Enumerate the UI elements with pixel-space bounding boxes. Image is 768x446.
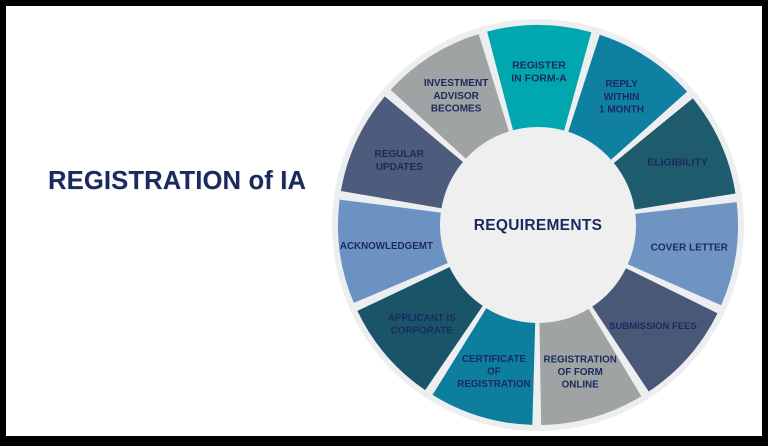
slide-canvas: REGISTRATION of IA REQUIREMENTS REGISTER… xyxy=(6,6,762,436)
donut-slice-regular-updates[interactable] xyxy=(340,96,463,209)
donut-slice-applicant-is-corporate[interactable] xyxy=(357,267,483,391)
donut-slice-reply-within-1-month[interactable] xyxy=(568,34,688,160)
slice-label-submission-fees: SUBMISSION FEES xyxy=(609,320,697,331)
donut-slice-investment-advisor-becomes[interactable] xyxy=(390,34,509,159)
donut-slices xyxy=(338,25,738,425)
center-circle xyxy=(442,129,634,321)
slice-label-acknowledgemt: ACKNOWLEDGEMT xyxy=(340,240,433,251)
donut-slice-submission-fees[interactable] xyxy=(592,268,718,392)
donut-slice-acknowledgemt[interactable] xyxy=(338,199,448,303)
donut-slice-eligibility[interactable] xyxy=(613,98,736,210)
page-title: REGISTRATION of IA xyxy=(48,167,307,195)
donut-slice-registration-of-form-online[interactable] xyxy=(539,308,642,425)
center-label: REQUIREMENTS xyxy=(474,217,602,234)
donut-center: REQUIREMENTS xyxy=(442,129,634,321)
slice-label-eligibility: ELIGIBILITY xyxy=(647,156,708,168)
donut-slice-cover-letter[interactable] xyxy=(627,202,738,306)
donut-slice-register-in-form-a[interactable] xyxy=(487,25,592,131)
slice-label-cover-letter: COVER LETTER xyxy=(651,242,729,253)
donut-slice-certificate-of-registration[interactable] xyxy=(432,308,536,425)
